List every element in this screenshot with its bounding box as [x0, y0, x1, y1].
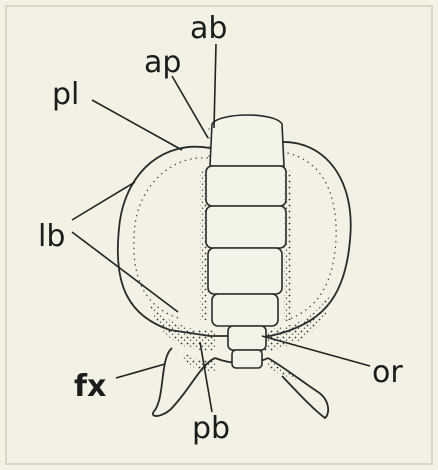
label-fx: fx: [74, 369, 106, 404]
label-ab: ab: [190, 11, 227, 46]
label-pl: pl: [52, 77, 79, 112]
label-or: or: [372, 355, 403, 390]
label-ap: ap: [144, 45, 181, 80]
label-lb: lb: [38, 219, 65, 254]
label-pb: pb: [192, 411, 230, 446]
